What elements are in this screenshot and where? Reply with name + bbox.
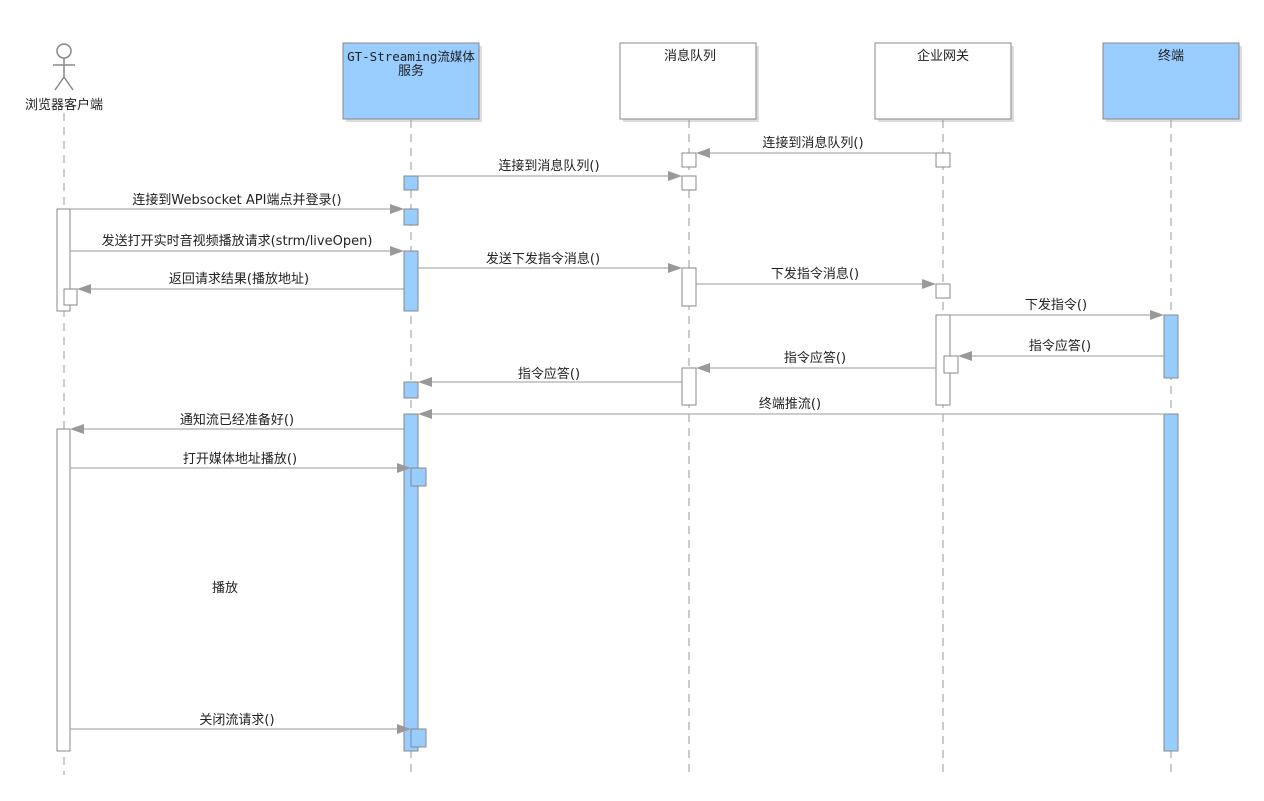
- message-label: 通知流已经准备好(): [180, 412, 294, 428]
- activation-bar: [56, 428, 71, 752]
- participant-message-queue: 消息队列: [619, 42, 759, 122]
- message-label: 连接到消息队列(): [498, 158, 599, 174]
- activation-bar: [410, 728, 427, 748]
- activation-bar: [410, 467, 427, 487]
- activation-bar: [681, 175, 697, 191]
- activation-bar: [935, 152, 951, 168]
- participant-label: 终端: [1158, 48, 1184, 64]
- message-label: 终端推流(): [759, 396, 821, 412]
- message-label: 连接到消息队列(): [762, 135, 863, 151]
- activation-bar: [56, 208, 71, 312]
- participant-enterprise-gateway: 企业网关: [874, 42, 1014, 122]
- message-label: 连接到Websocket API端点并登录(): [132, 192, 341, 208]
- message-label: 指令应答(): [518, 366, 580, 382]
- participant-label: 企业网关: [917, 48, 969, 64]
- participant-box: [619, 42, 757, 120]
- message-label: 指令应答(): [1029, 338, 1091, 354]
- message-label: 下发指令(): [1025, 297, 1087, 313]
- lifelines: [63, 113, 1172, 775]
- message-labels: 连接到消息队列() 连接到消息队列() 连接到Websocket API端点并登…: [102, 135, 1091, 728]
- activation-bar: [681, 267, 697, 307]
- activation-bar: [1163, 314, 1179, 379]
- activation-bar: [681, 367, 697, 406]
- message-label: 指令应答(): [784, 350, 846, 366]
- activation-bar: [943, 355, 959, 374]
- participant-label: 浏览器客户端: [25, 97, 103, 113]
- activation-bar: [63, 288, 78, 306]
- activation-bar: [403, 250, 419, 312]
- activation-bar: [403, 413, 419, 752]
- activations: [56, 152, 1179, 752]
- participant-box: [874, 42, 1012, 120]
- message-label: 返回请求结果(播放地址): [169, 272, 309, 287]
- participant-label-line2: 服务: [398, 63, 424, 79]
- message-label: 下发指令消息(): [771, 266, 859, 282]
- message-label: 关闭流请求(): [199, 713, 274, 728]
- participant-box: [1102, 42, 1240, 120]
- participant-box: [342, 42, 480, 120]
- actor-icon: [53, 43, 75, 91]
- participant-terminal: 终端: [1102, 42, 1242, 122]
- activation-bar: [403, 175, 419, 191]
- playback-note: 播放: [212, 581, 238, 596]
- activation-bar: [935, 283, 951, 299]
- activation-bar: [1163, 413, 1179, 752]
- activation-bar: [403, 208, 419, 226]
- participant-gt-streaming: GT-Streaming流媒体 服务: [342, 42, 482, 122]
- participant-label: 消息队列: [664, 48, 716, 64]
- activation-bar: [681, 152, 697, 168]
- activation-bar: [403, 381, 419, 399]
- messages: [70, 148, 1164, 734]
- message-label: 发送打开实时音视频播放请求(strm/liveOpen): [102, 233, 373, 249]
- message-label: 打开媒体地址播放(): [183, 452, 297, 467]
- message-label: 发送下发指令消息(): [486, 251, 600, 267]
- participant-browser: 浏览器客户端: [25, 43, 103, 113]
- participant-label-line1: GT-Streaming流媒体: [347, 49, 475, 64]
